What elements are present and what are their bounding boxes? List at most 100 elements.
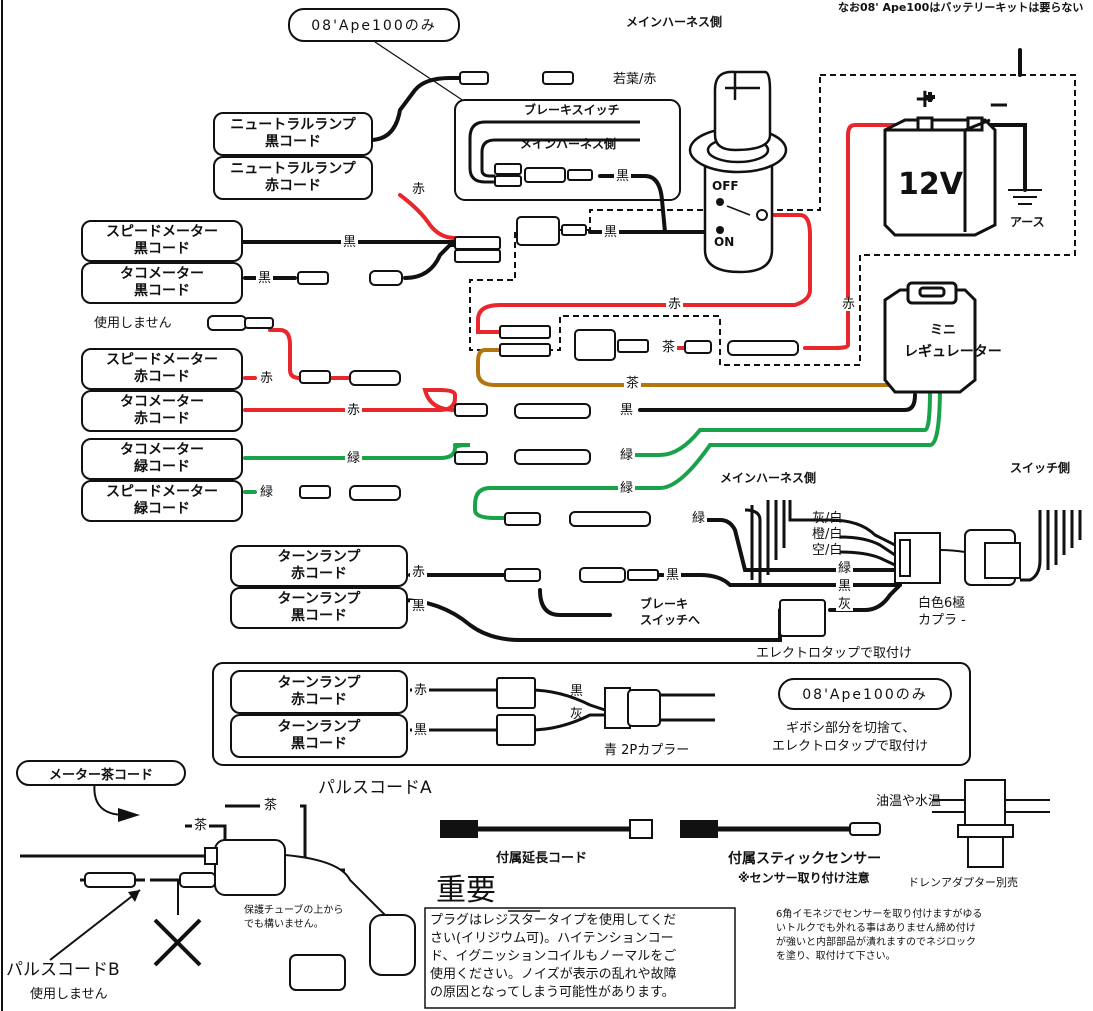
- wire-label-black-turn: 黒: [664, 568, 682, 583]
- battery-plus-label: +: [914, 84, 936, 114]
- bottom-left-wires: [20, 804, 345, 882]
- wire-label-black-mid: 黒: [602, 225, 620, 240]
- extension-cord-graphic: [440, 819, 881, 839]
- pulse-b-label: パルスコードB: [6, 960, 120, 980]
- wire-label-black-tacho: 黒: [256, 271, 274, 286]
- not-used-label: 使用しません: [94, 316, 172, 331]
- drain-adapter-label: ドレンアダプター別売: [908, 876, 1018, 889]
- sensor-caution-3: が強いと内部部品が潰れますのでネジロック: [776, 937, 976, 948]
- harness-6p: [744, 500, 896, 585]
- wire-label-brown-a: 茶: [262, 798, 280, 813]
- brake-to-label-1: ブレーキ: [640, 597, 689, 611]
- main-harness-right-label: メインハーネス側: [720, 471, 817, 485]
- switch-side-label: スイッチ側: [1010, 461, 1071, 475]
- important-text-4: 使用ください。ノイズが表示の乱れや故障: [430, 967, 677, 982]
- ape-box-turn-black: ターンランプ黒コード: [230, 714, 408, 758]
- ground-symbol: [1008, 189, 1042, 205]
- stick-sensor-label: 付属スティックセンサー: [728, 851, 882, 867]
- wire-label-red-tacho: 赤: [345, 403, 363, 418]
- wire-label-brown-lower: 茶: [624, 376, 642, 391]
- wire-label-red-battery: 赤: [840, 297, 858, 312]
- wire-label-black-6p: 黒: [836, 579, 854, 594]
- coil-and-plug: [84, 839, 416, 991]
- sensor-caution-2: いトルクでも外れる事はありません締め付け: [776, 923, 976, 934]
- top-right-note: なお08' Ape100はバッテリーキットは要らない: [838, 1, 1084, 14]
- oil-water-temp-label: 油温や水温: [876, 794, 942, 809]
- wire-label-brown-regulator: 茶: [660, 340, 678, 355]
- battery-graphic: [883, 116, 997, 237]
- wire-label-green-reg2: 緑: [618, 481, 636, 496]
- sensor-caution-1: 6角イモネジでセンサーを取り付けますがゆる: [776, 909, 983, 920]
- ape-box-frame: [212, 662, 971, 766]
- box-tachometer-red: タコメーター赤コード: [81, 390, 243, 432]
- ape-coupler-2p-label: 青 2Pカプラー: [604, 743, 690, 758]
- wire-label-black-turn2: 黒: [410, 599, 428, 614]
- box-speedometer-black: スピードメーター黒コード: [81, 220, 243, 262]
- wire-label-black-speed: 黒: [341, 235, 359, 250]
- box-tachometer-black: タコメーター黒コード: [81, 262, 243, 304]
- ape-connectors: [496, 677, 661, 746]
- sensor-note-label: ※センサー取り付け注意: [738, 871, 870, 885]
- connectors: [207, 71, 826, 637]
- pulse-b-unused-label: 使用しません: [30, 987, 108, 1002]
- harness-switch-side: [1020, 510, 1082, 582]
- ape-wires: [410, 688, 715, 732]
- wire-label-red-turn: 赤: [410, 565, 428, 580]
- main-harness-inner-label: メインハーネス側: [520, 137, 617, 151]
- ignition-on-label: ON: [714, 235, 735, 249]
- sensor-caution-4: を塗り、取付けて下さい。: [776, 951, 896, 962]
- brake-switch-label: ブレーキスイッチ: [524, 103, 620, 117]
- regulator-label-1: ミニ: [930, 323, 957, 338]
- wire-label-red-neutral: 赤: [410, 182, 428, 197]
- battery-minus-label: −: [988, 90, 1010, 120]
- box-speedometer-green: スピードメーター緑コード: [81, 480, 243, 522]
- meter-brown-cord-pill: メーター茶コード: [16, 760, 186, 786]
- wire-label-lime-red: 若葉/赤: [613, 72, 657, 87]
- important-text-2: さい(イリジウム可)。ハイテンションコー: [430, 931, 674, 946]
- only-ape-top-pill: 08'Ape100のみ: [288, 8, 460, 42]
- box-tachometer-green: タコメーター緑コード: [81, 438, 243, 480]
- ape-note-line2: エレクトロタップで取付け: [772, 739, 929, 754]
- wire-label-black-brake: 黒: [614, 169, 632, 184]
- wire-label-green-speed: 緑: [258, 485, 276, 500]
- pulse-a-label: パルスコードA: [318, 778, 432, 798]
- coupler-6p-label-2: カプラ -: [918, 613, 966, 628]
- important-title: 重要: [436, 873, 496, 908]
- electro-tap-label: エレクトロタップで取付け: [756, 646, 913, 661]
- protect-note-1: 保護チューブの上から: [244, 905, 344, 916]
- ape-box-turn-red: ターンランプ赤コード: [230, 670, 408, 714]
- ape-wire-label-red: 赤: [412, 683, 430, 698]
- dashed-outlines: [469, 74, 1076, 366]
- wire-label-green-tacho: 緑: [345, 451, 363, 466]
- wire-label-green-harness: 緑: [690, 511, 708, 526]
- ape-wire-label-black: 黒: [412, 723, 430, 738]
- wire-label-red-speed: 赤: [258, 371, 276, 386]
- box-turn-black: ターンランプ黒コード: [230, 587, 408, 629]
- ape-wire-label-gray: 灰: [570, 707, 584, 722]
- important-text-1: プラグはレジスタータイプを使用してくだ: [430, 913, 677, 928]
- ape-note-line1: ギボシ部分を切捨て、: [786, 721, 916, 736]
- wire-label-red-regulator: 赤: [666, 297, 684, 312]
- wire-label-orange-white: 橙/白: [812, 527, 843, 542]
- wire-label-gray-6p: 灰: [836, 597, 854, 612]
- wire-label-gray-white: 灰/白: [812, 511, 843, 526]
- drain-adapter-graphic: [932, 779, 1050, 868]
- important-box: [424, 907, 736, 1009]
- box-neutral-red: ニュートラルランプ赤コード: [213, 156, 373, 200]
- coupler-6p-label-1: 白色6極: [918, 596, 966, 611]
- important-text-5: の原因となってしまう可能性があります。: [430, 985, 675, 1000]
- box-turn-red: ターンランプ赤コード: [230, 545, 408, 587]
- battery-12v-label: 12V: [898, 167, 963, 202]
- earth-label: アース: [1010, 215, 1045, 229]
- important-text-3: ド、イグニッションコイルもノーマルをご: [430, 949, 677, 964]
- brake-to-label-2: スイッチへ: [640, 613, 701, 627]
- green-wires: [243, 383, 942, 520]
- regulator-label-2: レギュレーター: [904, 344, 1002, 360]
- wire-label-sky-white: 空/白: [812, 543, 843, 558]
- wire-label-green-reg1: 緑: [618, 448, 636, 463]
- extension-cord-label: 付属延長コード: [496, 851, 588, 866]
- only-ape-pill: 08'Ape100のみ: [778, 678, 952, 710]
- ignition-switch-graphic: [688, 70, 788, 274]
- wire-label-brown-b: 茶: [192, 818, 210, 833]
